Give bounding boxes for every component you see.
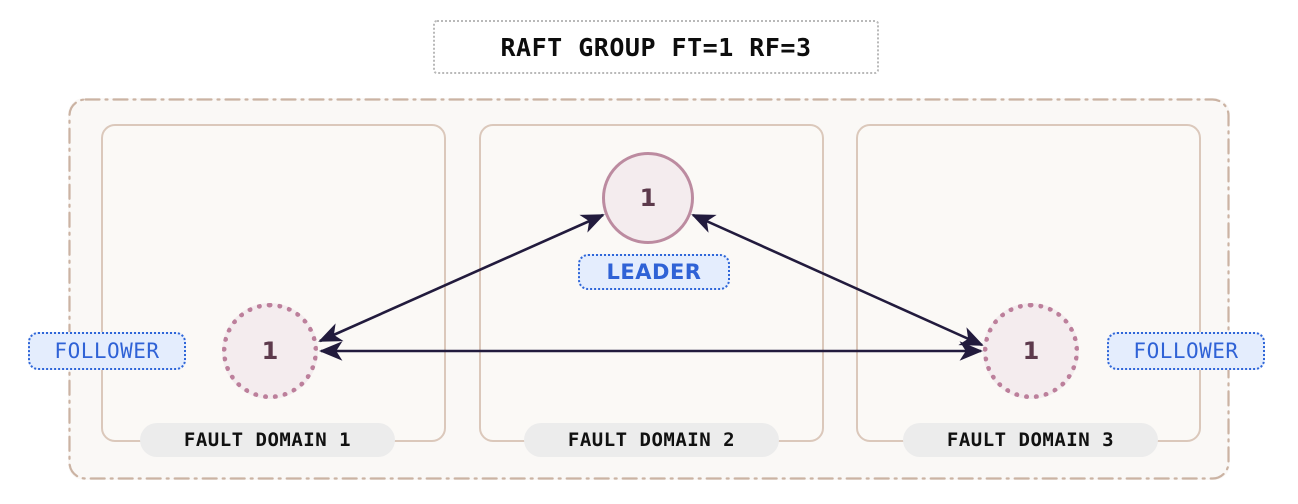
status-badge-leader: LEADER (578, 254, 730, 290)
node-follower-1[interactable]: 1 (222, 303, 318, 399)
fault-domain-label-2-text: FAULT DOMAIN 2 (567, 429, 736, 451)
diagram-title-box: RAFT GROUP FT=1 RF=3 (433, 20, 879, 74)
node-follower-3-value: 1 (1022, 337, 1040, 365)
status-badge-follower-right: FOLLOWER (1107, 332, 1265, 370)
fault-domain-label-3-text: FAULT DOMAIN 3 (946, 429, 1115, 451)
fault-domain-label-1: FAULT DOMAIN 1 (140, 423, 395, 457)
node-leader[interactable]: 1 (602, 152, 694, 244)
node-leader-value: 1 (639, 184, 657, 212)
status-badge-follower-left-label: FOLLOWER (54, 339, 160, 363)
fault-domain-label-3: FAULT DOMAIN 3 (903, 423, 1158, 457)
page-title: RAFT GROUP FT=1 RF=3 (500, 32, 812, 62)
status-badge-follower-left: FOLLOWER (28, 332, 186, 370)
node-follower-1-value: 1 (261, 337, 279, 365)
status-badge-leader-label: LEADER (606, 260, 702, 284)
fault-domain-label-1-text: FAULT DOMAIN 1 (183, 429, 352, 451)
node-follower-3[interactable]: 1 (983, 303, 1079, 399)
fault-domain-label-2: FAULT DOMAIN 2 (524, 423, 779, 457)
status-badge-follower-right-label: FOLLOWER (1133, 339, 1239, 363)
